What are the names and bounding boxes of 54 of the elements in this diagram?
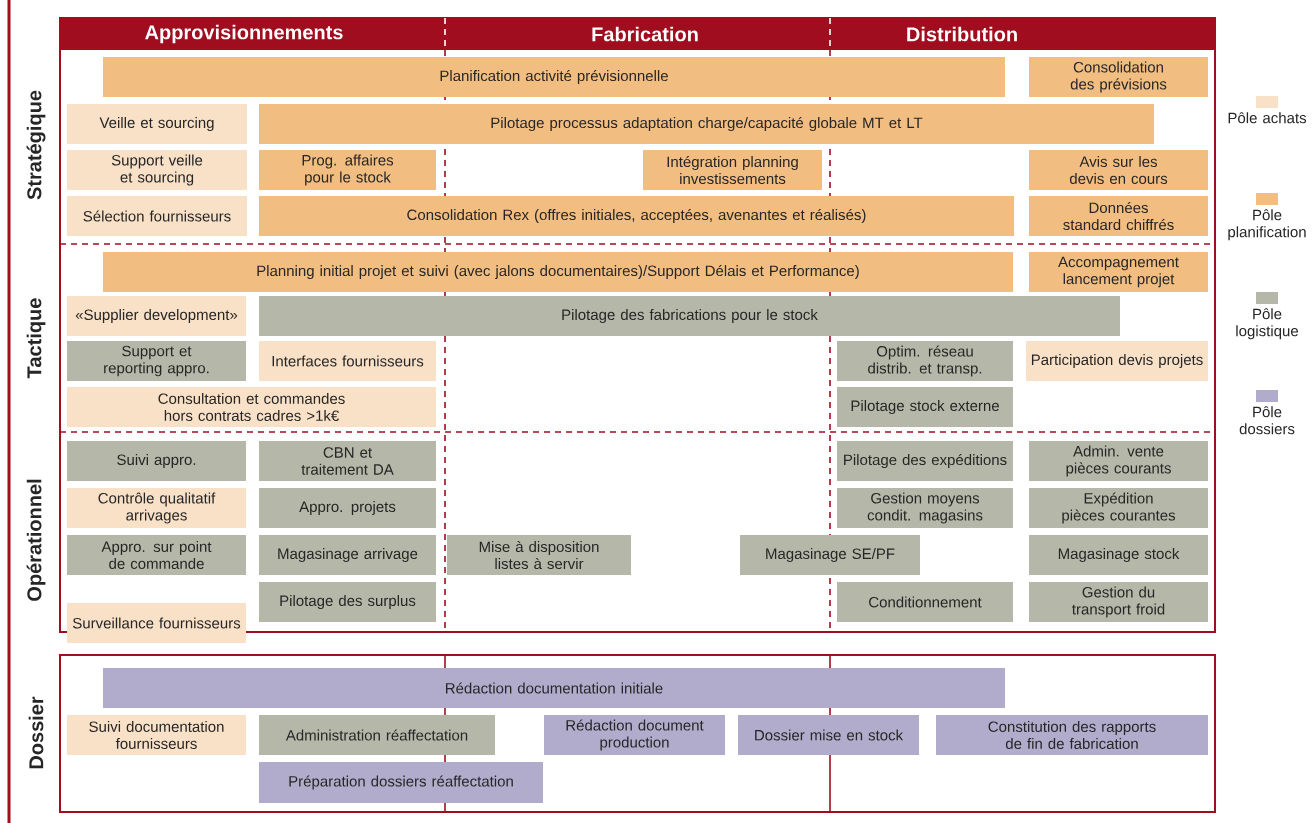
task-box: Interfaces fournisseurs — [259, 341, 436, 381]
task-box: Support veille et sourcing — [67, 150, 247, 190]
task-box: Intégration planning investissements — [643, 150, 822, 190]
task-box: Surveillance fournisseurs — [67, 603, 246, 643]
task-box: Expédition pièces courantes — [1029, 488, 1208, 528]
row-header: Stratégique — [26, 90, 46, 200]
task-box: Mise à disposition listes à servir — [447, 535, 631, 575]
task-box: Contrôle qualitatif arrivages — [67, 488, 246, 528]
task-box: Planning initial projet et suivi (avec jalons documentaires)/Support Délais et Performance) — [103, 252, 1013, 292]
task-box: Pilotage des expéditions — [837, 441, 1013, 481]
task-box: Consultation et commandes hors contrats cadres >1k€ — [67, 387, 436, 427]
task-box: Appro. sur point de commande — [67, 535, 246, 575]
task-box: Pilotage stock externe — [837, 387, 1013, 427]
task-box: Support et reporting appro. — [67, 341, 246, 381]
column-header: Distribution — [907, 26, 1017, 42]
task-box: Appro. projets — [259, 488, 436, 528]
row-header: Dossier — [28, 696, 44, 769]
task-box: Magasinage SE/PF — [740, 535, 920, 575]
task-box: Suivi documentation fournisseurs — [67, 715, 246, 755]
task-box: Accompagnement lancement projet — [1029, 252, 1208, 292]
row-header: Tactique — [26, 298, 46, 379]
task-box: Magasinage arrivage — [259, 535, 436, 575]
task-box: Gestion du transport froid — [1029, 582, 1208, 622]
task-box: Dossier mise en stock — [738, 715, 919, 755]
task-box: Pilotage des fabrications pour le stock — [259, 296, 1120, 336]
task-box: Gestion moyens condit. magasins — [837, 488, 1013, 528]
task-box: Rédaction documentation initiale — [103, 668, 1005, 708]
task-box: Consolidation des prévisions — [1029, 57, 1208, 97]
task-box: Conditionnement — [837, 582, 1013, 622]
task-box: Administration réaffectation — [259, 715, 495, 755]
task-box: «Supplier development» — [67, 296, 246, 336]
legend-label: Pôle logistique — [1236, 308, 1298, 340]
task-box: Optim. réseau distrib. et transp. — [837, 341, 1013, 381]
task-box: Pilotage des surplus — [259, 582, 436, 622]
task-box: Constitution des rapports de fin de fabrication — [936, 715, 1208, 755]
task-box: Avis sur les devis en cours — [1029, 150, 1208, 190]
task-box: Suivi appro. — [67, 441, 246, 481]
legend-label: Pôle achats — [1228, 112, 1307, 124]
task-box: Consolidation Rex (offres initiales, acceptées, avenantes et réalisés) — [259, 196, 1014, 236]
task-box: Magasinage stock — [1029, 535, 1208, 575]
task-box: Participation devis projets — [1026, 341, 1208, 381]
task-box: Planification activité prévisionnelle — [103, 57, 1005, 97]
task-box: Préparation dossiers réaffectation — [259, 762, 543, 803]
task-box: Pilotage processus adaptation charge/capacité globale MT et LT — [259, 104, 1154, 144]
task-box: Données standard chiffrés — [1029, 196, 1208, 236]
task-box: Admin. vente pièces courants — [1029, 441, 1208, 481]
task-box: Rédaction document production — [544, 715, 725, 755]
task-box: Sélection fournisseurs — [67, 196, 247, 236]
legend-label: Pôle planification — [1228, 209, 1306, 241]
task-box: Veille et sourcing — [67, 104, 247, 144]
task-box: Prog. affaires pour le stock — [259, 150, 436, 190]
legend-label: Pôle dossiers — [1239, 406, 1295, 435]
task-box: CBN et traitement DA — [259, 441, 436, 481]
row-header: Opérationnel — [26, 479, 46, 601]
